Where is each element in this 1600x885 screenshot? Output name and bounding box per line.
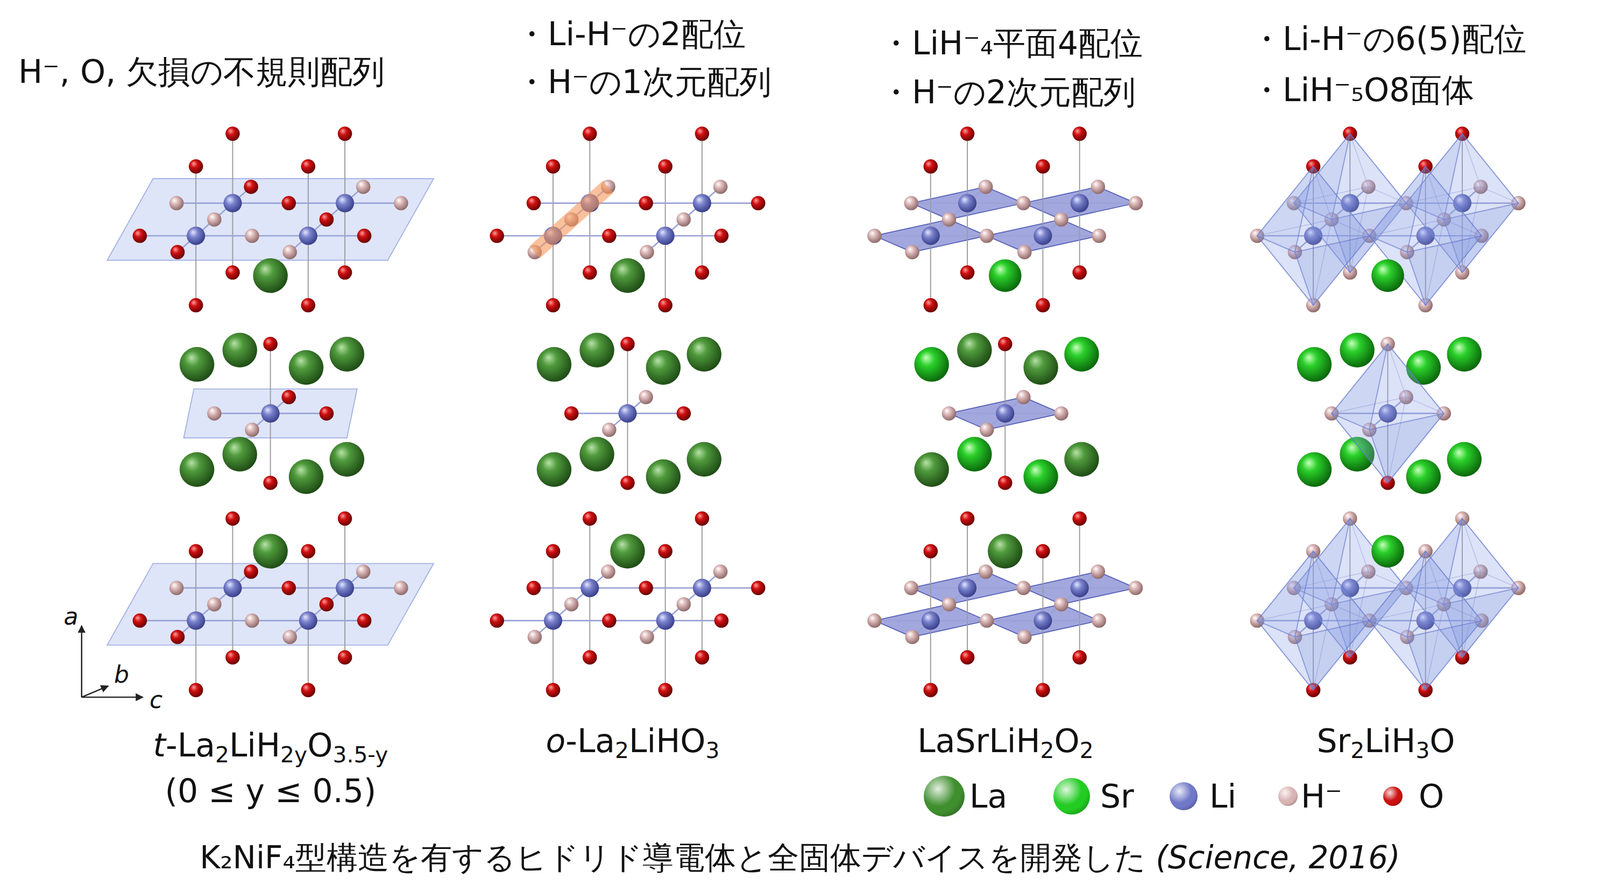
la-atom [610, 258, 645, 294]
slab [1249, 511, 1526, 698]
layer-plane [107, 563, 434, 646]
slab [867, 511, 1143, 698]
la-atom [252, 533, 288, 569]
structure-column [107, 126, 434, 698]
slab [1249, 126, 1526, 313]
legend-swatch [923, 775, 965, 817]
axis-label: a [64, 603, 79, 631]
slab [489, 126, 766, 313]
formula-label: LaSrLiH2O2 [917, 722, 1094, 764]
sr-atom [1371, 259, 1405, 293]
caption-text: K₂NiF₄型構造を有するヒドリド導電体と全固体デバイスを開発した (Scien… [199, 839, 1400, 876]
legend-label: La [969, 777, 1008, 816]
axis-label: c [149, 686, 163, 714]
la-atom [610, 533, 645, 569]
mid-layer [1297, 333, 1482, 495]
chain-band [529, 180, 614, 259]
mid-layer [536, 333, 722, 495]
structure-column [867, 126, 1143, 698]
octahedron [1369, 551, 1482, 691]
mid-layer [914, 333, 1099, 495]
structure-note: ・H⁻の2次元配列 [879, 73, 1136, 111]
structure-note: H⁻, O, 欠損の不規則配列 [18, 53, 385, 91]
slab [132, 511, 409, 698]
structure-note: ・LiH⁻₅O8面体 [1250, 71, 1475, 109]
layer-plane [107, 178, 434, 261]
structure-note: ・Li-H⁻の6(5)配位 [1250, 20, 1527, 58]
octahedron [1257, 166, 1370, 306]
formula-label: Sr2LiH3O [1316, 722, 1455, 764]
legend-label: O [1418, 777, 1444, 816]
structure-column [1249, 126, 1526, 698]
mid-layer [179, 333, 365, 495]
structure-note: ・H⁻の1次元配列 [515, 63, 772, 101]
sr-atom [1371, 534, 1405, 568]
legend-swatch [1278, 786, 1298, 806]
sr-atom [988, 259, 1022, 293]
octahedron [1257, 551, 1370, 691]
formula-label: o-La2LiHO3 [546, 722, 720, 764]
octahedron [1369, 166, 1482, 306]
legend-swatch [1169, 782, 1198, 811]
structure-note: ・Li-H⁻の2配位 [515, 15, 746, 53]
la-atom [987, 533, 1023, 569]
slab [867, 126, 1143, 313]
formula-label: (0 ≤ y ≤ 0.5) [165, 772, 377, 810]
structure-note: ・LiH⁻₄平面4配位 [879, 24, 1143, 62]
legend-swatch [1053, 777, 1090, 815]
slab [489, 511, 766, 698]
slab [132, 126, 409, 313]
octahedron [1331, 343, 1444, 483]
legend-label: H⁻ [1300, 777, 1343, 816]
structure-column [489, 126, 766, 698]
axis-triad [81, 625, 144, 698]
legend-swatch [1383, 786, 1403, 806]
axis-label: b [114, 661, 130, 689]
legend-label: Sr [1100, 777, 1135, 816]
formula-label: t-La2LiH2yO3.5-y [153, 726, 389, 768]
legend-label: Li [1209, 777, 1237, 816]
la-atom [252, 258, 288, 294]
